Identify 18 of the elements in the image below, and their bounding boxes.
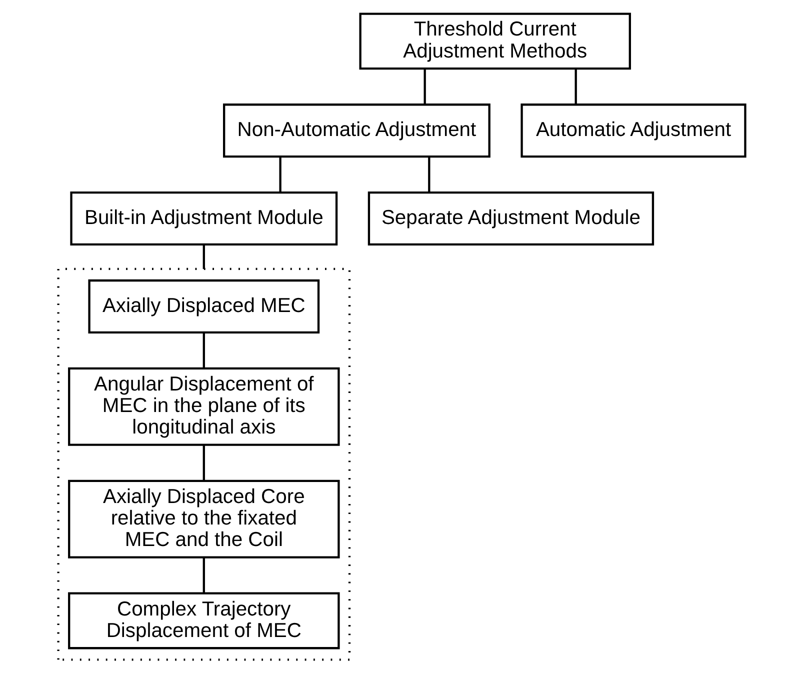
connector [423,69,426,104]
connector [202,244,204,269]
node-box: Axially Displaced MEC [88,279,320,334]
connector [202,332,204,368]
node-box: Built-in Adjustment Module [70,191,338,246]
cluster [56,268,350,661]
node-box: Separate Adjustment Module [367,191,654,246]
connector [428,156,430,192]
connector [278,156,281,192]
node-box: Threshold Current Adjustment Methods [358,12,630,70]
node-box: Non-Automatic Adjustment [222,104,490,158]
connector [202,445,204,481]
node-box: Automatic Adjustment [520,104,746,158]
connector [202,558,204,594]
node-box: Angular Displacement of MEC in the plane of its longitudinal axis [68,367,340,446]
connector [574,69,576,104]
node-box: Complex Trajectory Displacement of MEC [68,592,340,650]
node-box: Axially Displaced Core relative to the fixated MEC and the Coil [68,480,340,558]
